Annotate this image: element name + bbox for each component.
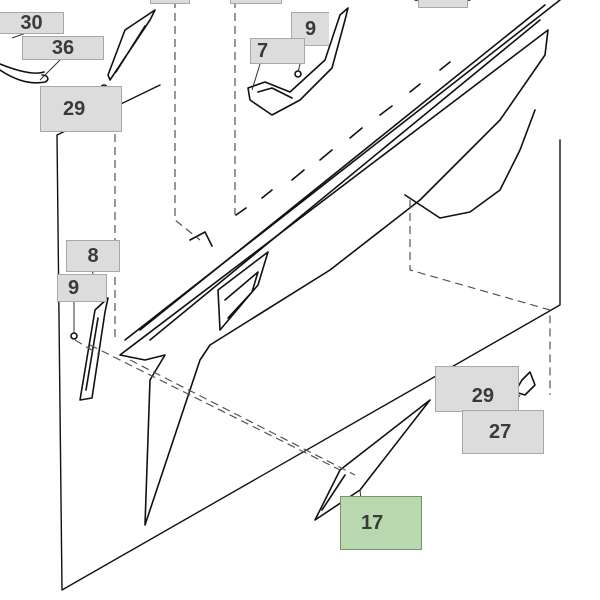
callout-7: 7 [250, 38, 305, 64]
callout-8: 8 [66, 240, 120, 272]
callout-27: 27 [462, 410, 544, 454]
part-36-bracket [107, 9, 156, 81]
callout-17: 17 [340, 496, 422, 550]
callout-30: 30 [0, 12, 64, 34]
panel-outline [56, 0, 561, 591]
part-27-clip [514, 371, 536, 396]
callout-top-fragment-3 [418, 0, 468, 8]
part-8-gasket [79, 297, 109, 401]
assembly-lines [74, 0, 551, 476]
part-7-seal [247, 7, 349, 116]
callout-36: 36 [22, 36, 104, 60]
callout-9-left: 9 [57, 274, 107, 302]
callout-29-right: 29 [435, 366, 519, 412]
part-36-cable [0, 63, 49, 84]
side-cover-window [217, 251, 269, 331]
side-cover-rib [139, 4, 546, 341]
callout-top-fragment-2 [230, 0, 282, 4]
side-cover-tabs [189, 61, 451, 247]
callout-top-fragment [150, 0, 190, 4]
callout-29-top: 29 [40, 86, 122, 132]
